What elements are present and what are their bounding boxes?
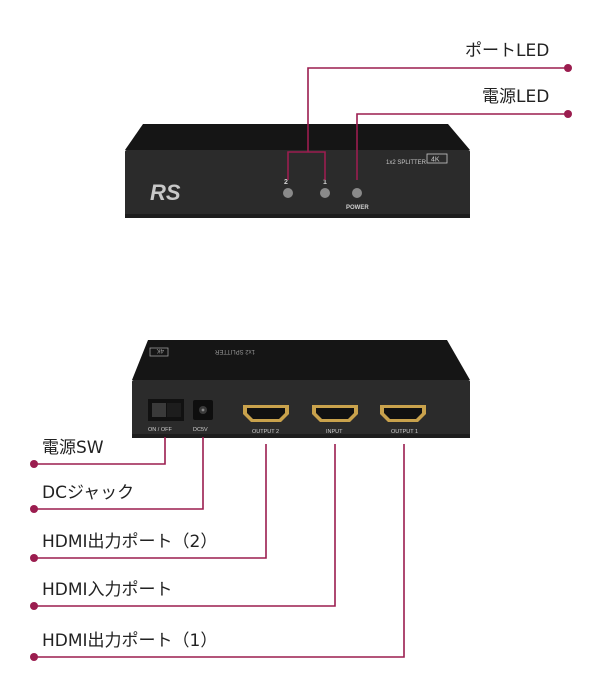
rear-device: 1x2 SPLITTER 4K ON / OFF DC5V OUTPUT 2 I… (132, 340, 470, 438)
switch-text: ON / OFF (148, 427, 172, 433)
callout-dots (30, 64, 572, 661)
callout-hdmi-out-2: HDMI出力ポート（2） (42, 532, 218, 552)
dot-hdmi-in (30, 602, 38, 610)
model-text: 1x2 SPLITTER (386, 160, 427, 166)
badge-4k: 4K (431, 157, 440, 164)
leader-hdmi-in (34, 444, 336, 607)
dc-text: DC5V (193, 427, 208, 433)
hdmi-port-input (312, 405, 358, 422)
port-label-output2: OUTPUT 2 (252, 429, 279, 435)
callout-hdmi-out-1: HDMI出力ポート（1） (42, 631, 218, 651)
callout-port-led: ポートLED (465, 41, 550, 61)
brand-logo: RS (150, 180, 181, 205)
callout-power-sw: 電源SW (42, 438, 104, 458)
dot-hdmi-out-2 (30, 554, 38, 562)
callout-hdmi-in: HDMI入力ポート (42, 580, 173, 600)
port-number-2: 2 (284, 179, 288, 186)
port-label-input: INPUT (326, 429, 343, 435)
dot-power-sw (30, 460, 38, 468)
bracket-port-leds (287, 151, 326, 180)
hdmi-port-output1 (380, 405, 426, 422)
rear-badge: 4K (157, 347, 164, 353)
dot-dc-jack (30, 505, 38, 513)
front-device: RS 1x2 SPLITTER 4K 2 1 POWER (125, 124, 470, 218)
switch-rocker-on (152, 403, 166, 417)
port-led-1 (320, 188, 330, 198)
leader-dc-jack (34, 437, 204, 510)
leader-hdmi-out-2 (34, 444, 267, 559)
rear-badge-outline (149, 347, 169, 357)
dot-port-led (564, 64, 572, 72)
leader-power-led (356, 113, 568, 180)
leader-power-sw (34, 437, 166, 465)
leader-hdmi-out-1 (34, 444, 405, 658)
switch-rocker-off (167, 403, 181, 417)
port-label-output1: OUTPUT 1 (391, 429, 418, 435)
power-text: POWER (346, 205, 369, 211)
power-led (352, 188, 362, 198)
port-led-2 (283, 188, 293, 198)
callout-lines (34, 67, 568, 658)
hdmi-port-output2 (243, 405, 289, 422)
rear-top-text: 1x2 SPLITTER (214, 348, 255, 354)
callout-power-led: 電源LED (482, 87, 550, 107)
dot-power-led (564, 110, 572, 118)
dot-hdmi-out-1 (30, 653, 38, 661)
leader-port-led (307, 67, 568, 152)
callout-dc-jack: DCジャック (42, 483, 135, 503)
port-number-1: 1 (323, 179, 327, 186)
badge-4k-outline (426, 153, 448, 164)
